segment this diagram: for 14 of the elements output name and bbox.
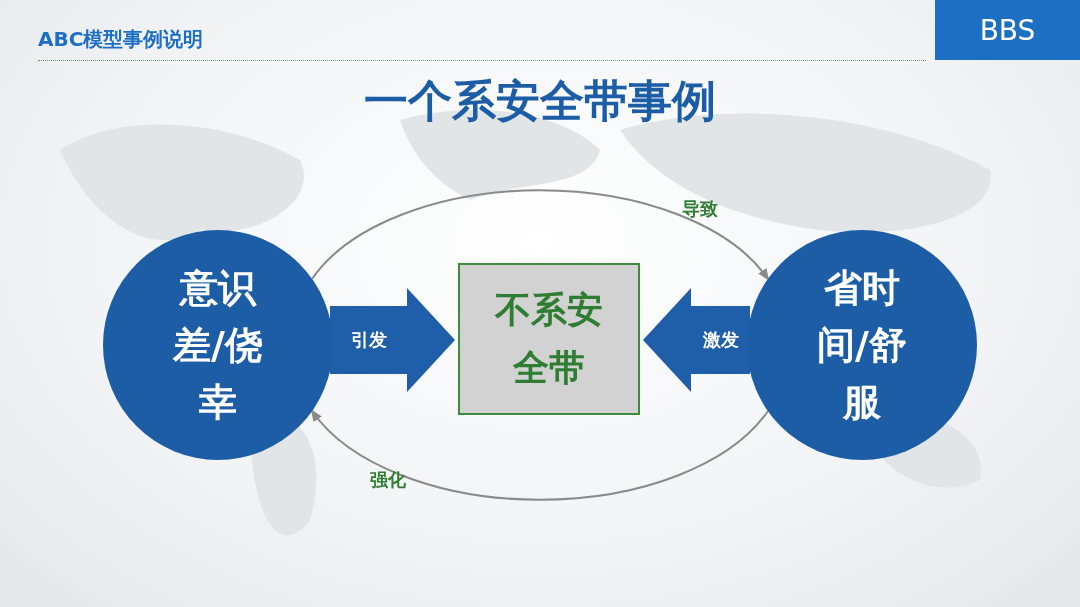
header-tag: BBS (935, 0, 1080, 60)
title: 一个系安全带事例 (363, 74, 717, 128)
header-text: ABC模型事例说明 (38, 26, 204, 53)
edge-label: 激发 (702, 328, 739, 352)
behavior-box: 不系安全带 (458, 263, 640, 415)
edge-label: 引发 (350, 328, 387, 352)
curved-arrow (310, 409, 769, 501)
curved-arrow (311, 189, 770, 281)
block-arrow (643, 288, 750, 392)
edge-label: 强化 (370, 468, 406, 492)
cause-circle: 意识差/侥幸 (103, 230, 333, 460)
block-arrow (330, 288, 455, 392)
edge-label: 导致 (682, 197, 718, 221)
consequence-circle: 省时间/舒服 (747, 230, 977, 460)
